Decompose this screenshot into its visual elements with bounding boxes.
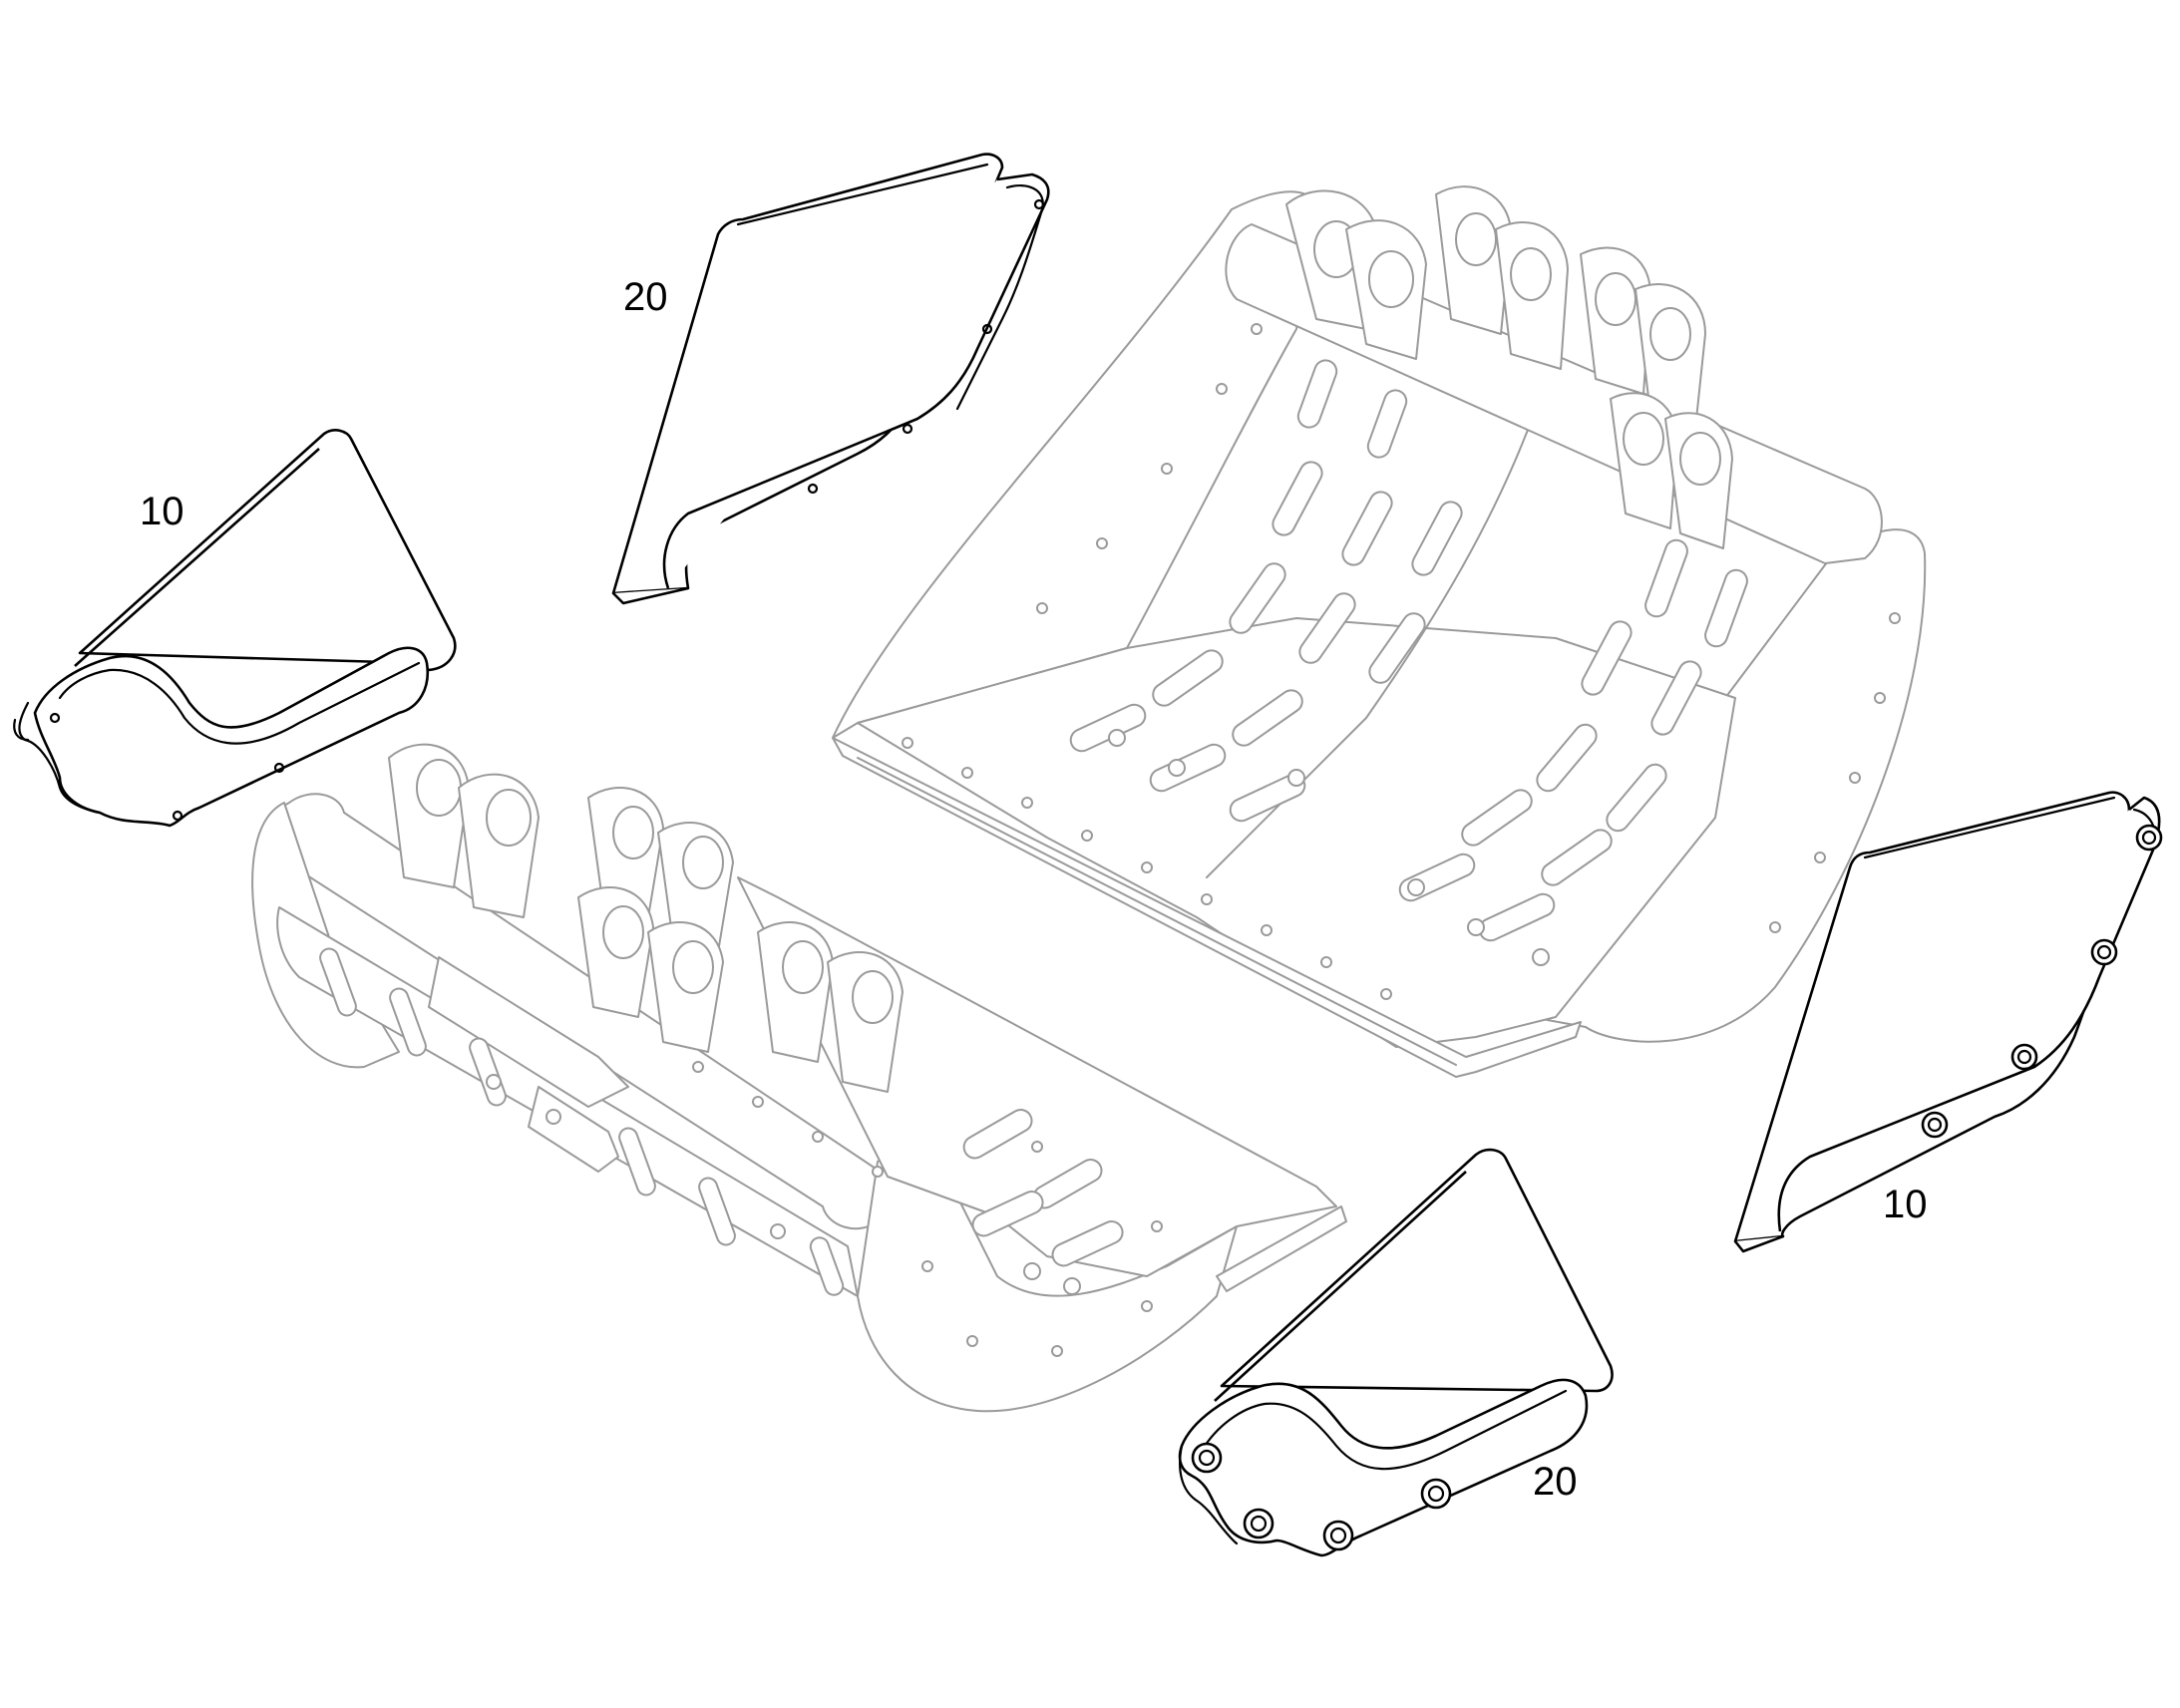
- callout-20-top: 20: [623, 275, 668, 319]
- bucket-body-upper: [832, 185, 1927, 1078]
- callout-10-right: 10: [1883, 1183, 1928, 1226]
- side-plate-20-bottom: [1178, 1148, 1614, 1557]
- side-plate-20-top: [611, 153, 1050, 605]
- side-plate-10-right: [1733, 791, 2163, 1253]
- callout-10-top-left: 10: [140, 490, 184, 533]
- callout-20-bottom: 20: [1533, 1460, 1578, 1504]
- side-plate-10-top-left: [13, 429, 457, 828]
- bucket-body-lower: [251, 743, 1347, 1413]
